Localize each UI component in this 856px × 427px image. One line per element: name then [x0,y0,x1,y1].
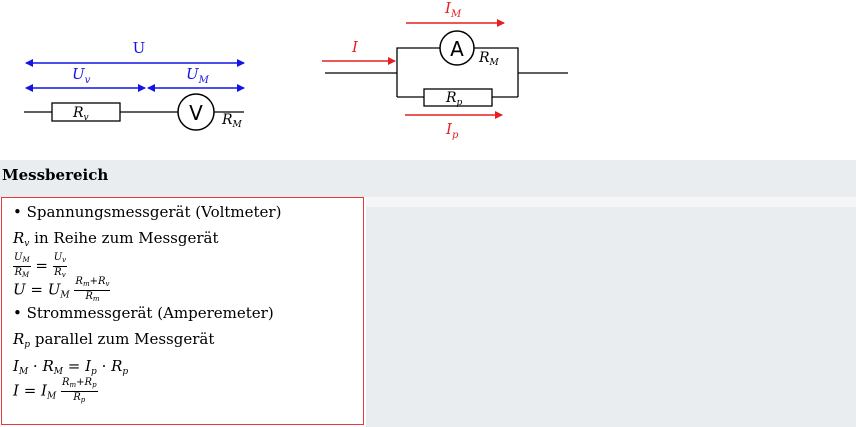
wire [474,47,519,97]
ammeter-rule: Rp parallel zum Messgerät [13,330,215,350]
section-title: Messbereich [2,166,109,184]
ammeter-letter: A [450,37,464,61]
background-band [366,197,856,207]
background-band [0,160,856,197]
total-current-label: I [351,38,359,56]
series-resistor-label: Rv [72,105,89,123]
parallel-current-label: Ip [445,120,459,141]
parallel-resistor-label: Rp [445,90,463,108]
meter-current-label: IM [444,0,462,20]
voltmeter-letter: V [189,101,203,125]
wire [396,47,440,97]
total-voltage-label: U [133,39,146,57]
background-band [366,207,856,427]
voltmeter-circuit: U Uv UM Rv V RM [24,39,245,131]
ammeter-resistance-label: RM [478,50,500,68]
series-voltage-label: Uv [72,65,91,86]
formula-box: • Spannungsmessgerät (Voltmeter) Rv in R… [1,197,364,425]
voltmeter-rule: Rv in Reihe zum Messgerät [13,229,219,249]
ammeter-heading: • Strommessgerät (Amperemeter) [13,304,274,322]
ammeter-circuit: IM I A RM Rp Ip [322,0,568,141]
circuit-diagrams: U Uv UM Rv V RM IM I A RM Rp Ip [24,0,568,141]
ammeter-equality-formula: IM · RM = Ip · Rp [13,357,129,377]
voltmeter-heading: • Spannungsmessgerät (Voltmeter) [13,203,282,221]
voltmeter-resistance-label: RM [221,112,243,130]
meter-voltage-label: UM [186,65,210,86]
